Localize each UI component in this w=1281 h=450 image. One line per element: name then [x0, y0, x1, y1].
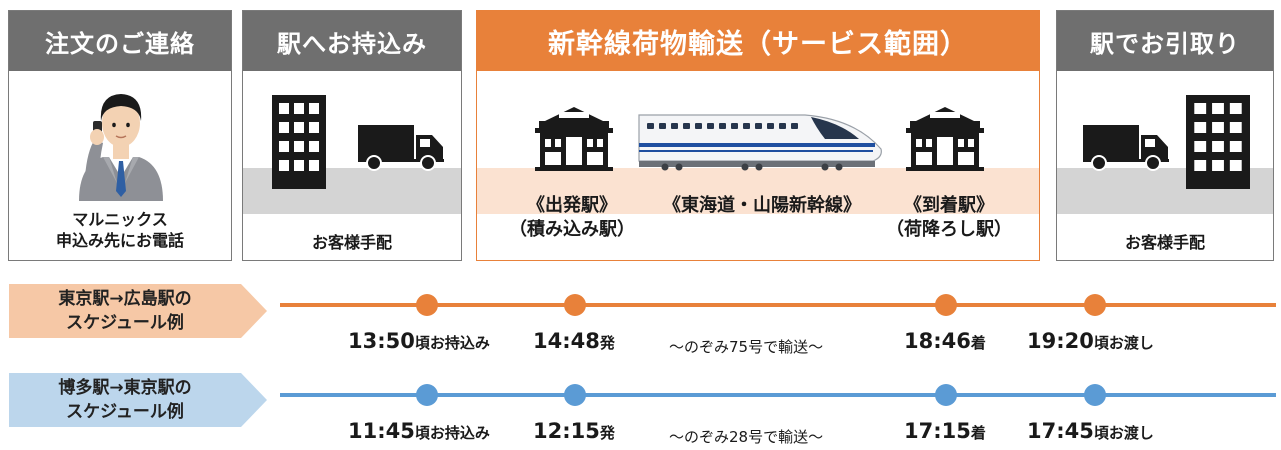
timeline-line	[280, 393, 1276, 397]
timeline-dot	[935, 384, 957, 406]
arrive-time: 18:46	[904, 329, 971, 353]
schedule-route-tag: 博多駅→東京駅の スケジュール例	[9, 373, 267, 427]
schedule-arrive: 17:15着	[904, 419, 986, 443]
person-phone-icon	[79, 94, 163, 201]
schedule-via: ～のぞみ75号で輸送～	[669, 338, 824, 356]
departure-station-label: 《出発駅》	[527, 195, 617, 216]
line-label: 《東海道・山陽新幹線》	[663, 195, 861, 216]
step-order-panel: 注文のご連絡 マルニックス 申込み先にお電話	[8, 10, 232, 261]
schedule-arrive: 18:46着	[904, 329, 986, 353]
depart-suffix: 発	[599, 334, 615, 352]
arrive-time: 17:15	[904, 419, 971, 443]
schedule-handover: 17:45頃お渡し	[1027, 419, 1154, 443]
arrival-station-sub: （荷降ろし駅）	[886, 219, 1012, 240]
truck-icon	[1083, 123, 1169, 171]
schedule-handover: 19:20頃お渡し	[1027, 329, 1154, 353]
schedule-route-tag: 東京駅→広島駅の スケジュール例	[9, 284, 267, 338]
depart-suffix: 発	[599, 424, 615, 442]
building-icon	[1186, 95, 1250, 189]
schedule-depart: 12:15発	[533, 419, 615, 443]
step-dropoff-title: 駅へお持込み	[243, 11, 461, 71]
arrival-station-label: 《到着駅》	[904, 195, 994, 216]
timeline-dot	[1084, 384, 1106, 406]
arrive-suffix: 着	[970, 424, 986, 442]
step-order-caption-line1: マルニックス	[72, 210, 168, 229]
timeline-dot	[935, 294, 957, 316]
timeline-dot	[1084, 294, 1106, 316]
step-pickup-title: 駅でお引取り	[1057, 11, 1273, 71]
schedule-via: ～のぞみ28号で輸送～	[669, 428, 824, 446]
dropoff-suffix: 頃お持込み	[414, 424, 490, 442]
arrive-suffix: 着	[970, 334, 986, 352]
truck-icon	[358, 123, 444, 171]
schedule-depart: 14:48発	[533, 329, 615, 353]
step-dropoff-panel: 駅へお持込み お客様手配	[242, 10, 462, 261]
timeline-dot	[416, 294, 438, 316]
step-order-title: 注文のご連絡	[9, 11, 231, 71]
schedule-dropoff: 11:45頃お持込み	[348, 419, 490, 443]
schedule-route-line1: 東京駅→広島駅の	[58, 289, 192, 309]
step-dropoff-caption: お客様手配	[311, 233, 392, 252]
step-pickup-panel: 駅でお引取り お客様手配	[1056, 10, 1274, 261]
handover-suffix: 頃お渡し	[1093, 424, 1154, 442]
schedule-route-line2: スケジュール例	[66, 402, 184, 422]
step-pickup-caption: お客様手配	[1124, 233, 1205, 252]
step-service-title: 新幹線荷物輸送（サービス範囲）	[477, 11, 1039, 71]
dropoff-time: 13:50	[348, 329, 415, 353]
timeline-dot	[564, 294, 586, 316]
dropoff-time: 11:45	[348, 419, 415, 443]
timeline-dot	[564, 384, 586, 406]
step-service-panel: 新幹線荷物輸送（サービス範囲） 《出発駅》 （積み込み駅） 《東海道・山陽新幹線…	[476, 10, 1040, 261]
schedule-dropoff: 13:50頃お持込み	[348, 329, 490, 353]
timeline-line	[280, 303, 1276, 307]
station-icon	[906, 107, 984, 171]
building-icon	[272, 95, 326, 189]
shinkansen-icon	[638, 114, 882, 171]
station-icon	[535, 107, 613, 171]
handover-time: 19:20	[1027, 329, 1094, 353]
depart-time: 12:15	[533, 419, 600, 443]
schedule-route-line1: 博多駅→東京駅の	[58, 378, 192, 398]
depart-time: 14:48	[533, 329, 600, 353]
schedule-route-line2: スケジュール例	[66, 313, 184, 333]
departure-station-sub: （積み込み駅）	[509, 219, 635, 240]
ground-strip	[477, 168, 1039, 214]
handover-suffix: 頃お渡し	[1093, 334, 1154, 352]
step-order-caption-line2: 申込み先にお電話	[55, 231, 184, 250]
timeline-dot	[416, 384, 438, 406]
handover-time: 17:45	[1027, 419, 1094, 443]
dropoff-suffix: 頃お持込み	[414, 334, 490, 352]
